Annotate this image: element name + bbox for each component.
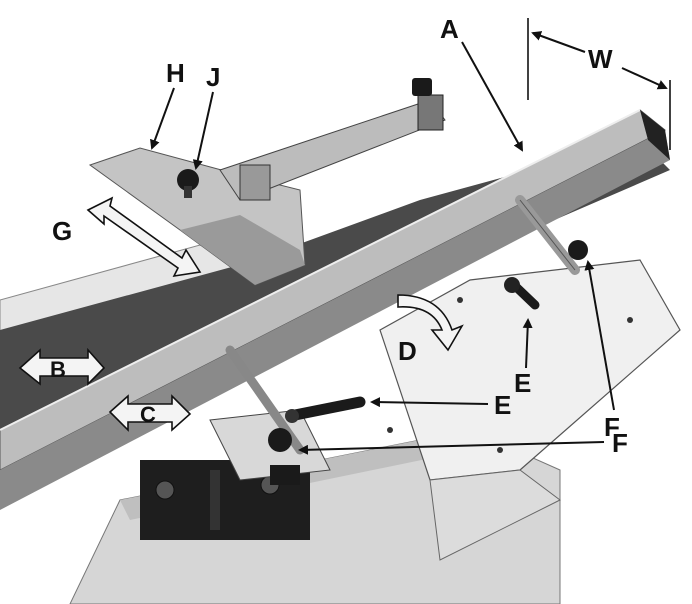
curved-arrow-icon [397,294,464,352]
fence-tilt-arm [515,195,588,275]
callout-c: C [140,402,156,427]
callout-labels: A W H J G B C D E E F F [50,14,628,458]
outfeed-wing [379,259,681,561]
callout-w: W [588,44,613,74]
callout-b: B [50,357,66,382]
callout-f-upper: F [604,412,620,442]
knob-icon [268,428,292,452]
fence-bracket [209,345,331,485]
width-dimension [527,18,671,150]
leader-lines [150,41,615,455]
double-arrow-icon [86,196,202,278]
callout-e-lower: E [494,390,511,420]
callout-f-lower: F [612,428,628,458]
lever-handle-icon[interactable] [504,277,540,310]
callout-a: A [440,14,459,44]
callout-j: J [206,62,220,92]
callout-g: G [52,216,72,246]
callout-h: H [166,58,185,88]
knob-icon[interactable] [177,169,199,198]
double-arrow-icon [18,347,106,386]
knob-icon[interactable] [412,78,432,96]
callout-e-upper: E [514,368,531,398]
double-arrow-icon [108,394,192,432]
callout-d: D [398,336,417,366]
lever-handle-icon[interactable] [285,396,366,423]
guard-support-arm [219,78,446,201]
